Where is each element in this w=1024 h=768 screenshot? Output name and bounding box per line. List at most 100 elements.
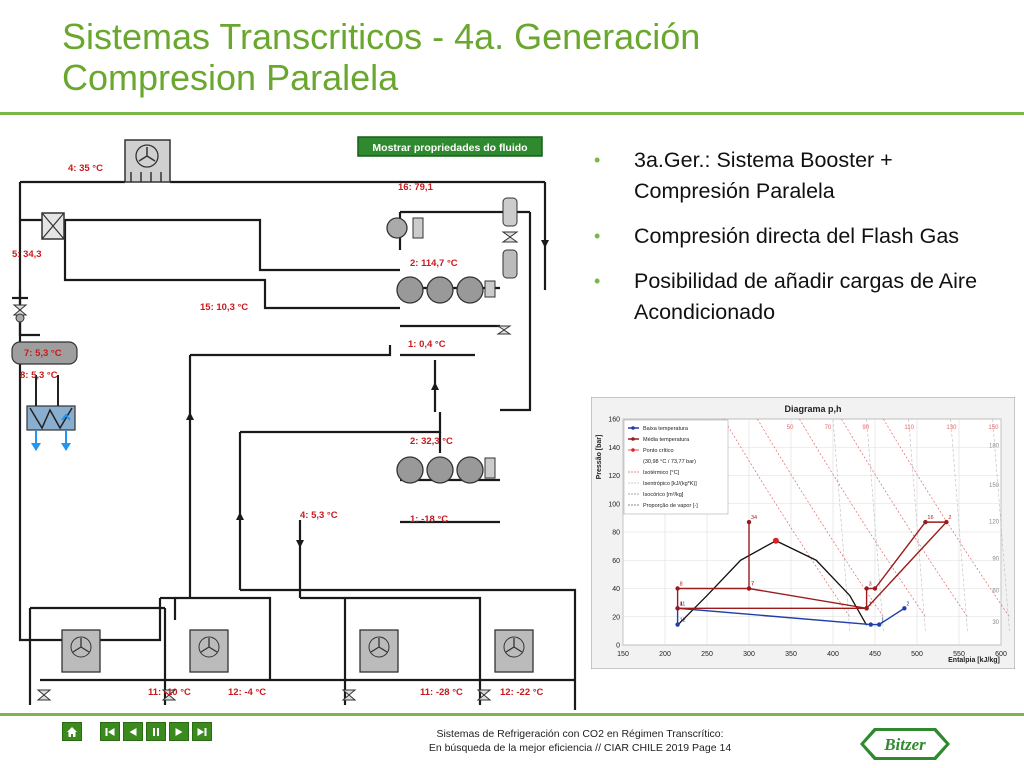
parallel-compressor-group — [386, 217, 512, 335]
last-slide-button[interactable] — [192, 722, 212, 741]
evaporator-unit — [61, 629, 101, 673]
isentrope-line — [992, 418, 1010, 631]
x-tick-label: 450 — [869, 651, 881, 658]
legend-entry: Média temperatura — [643, 437, 690, 443]
isotherm-label: 130 — [946, 425, 957, 431]
home-button[interactable] — [62, 722, 82, 741]
legend-entry: Isentrópico [kJ/(kg*K)] — [643, 481, 697, 487]
y-tick-label: 140 — [608, 445, 620, 452]
right-scale-label: 150 — [989, 483, 1000, 489]
series-point-label: 2 — [948, 515, 951, 521]
series-point-label: 3 — [869, 582, 872, 588]
evaporator-unit — [359, 629, 399, 673]
x-tick-label: 150 — [617, 651, 629, 658]
critical-point-marker — [772, 537, 779, 544]
label-point-4-mid: 4: 5,3 °C — [300, 510, 338, 521]
x-tick-label: 500 — [911, 651, 923, 658]
slide-title: Sistemas Transcriticos - 4a. Generación … — [62, 16, 1002, 98]
legend-entry: Baixa temperatura — [643, 426, 689, 432]
bullet-list: •3a.Ger.: Sistema Booster + Compresión P… — [592, 145, 1002, 342]
series-point — [864, 586, 869, 591]
legend-marker — [631, 448, 635, 452]
play-icon — [175, 727, 183, 736]
series-point-label: 16 — [927, 515, 933, 521]
bullet-item: •Posibilidad de añadir cargas de Aire Ac… — [592, 266, 1002, 328]
label-point-16: 16: 79,1 — [398, 182, 434, 193]
isentrope-line — [950, 418, 968, 631]
footer-line2: En búsqueda de la mejor eficiencia // CI… — [428, 742, 732, 754]
y-tick-label: 120 — [608, 473, 620, 480]
legend-marker — [631, 437, 635, 441]
series-point — [872, 586, 878, 591]
pause-button[interactable] — [146, 722, 166, 741]
legend-entry: Ponto crítico — [643, 448, 674, 454]
title-divider — [0, 112, 1024, 115]
x-tick-label: 350 — [785, 651, 797, 658]
label-point-11-right: 11: -28 °C — [420, 687, 463, 698]
isotherm-curve — [723, 418, 851, 617]
next-slide-button[interactable] — [169, 722, 189, 741]
y-tick-label: 20 — [612, 614, 620, 621]
series-point-label: 12 — [680, 618, 686, 624]
slide-title-line1: Sistemas Transcriticos - 4a. Generación — [62, 16, 701, 57]
label-point-1-mid: 1: -18 °C — [410, 514, 448, 525]
series-point-label: 11 — [680, 601, 686, 607]
series-point — [864, 606, 869, 611]
y-tick-label: 40 — [612, 586, 620, 593]
legend-box — [623, 419, 729, 515]
legend-entry: Proporção de vapor [-] — [643, 503, 698, 509]
series-point — [675, 606, 680, 611]
nav-spacer — [85, 722, 97, 741]
evaporator-unit — [494, 629, 534, 673]
home-icon — [67, 726, 77, 737]
right-scale-label: 120 — [989, 520, 1000, 526]
ph-diagram-chart: Diagrama p,h Entalpia [kJ/kg] Pressão [b… — [591, 397, 1015, 669]
refrigeration-diagram: Mostrar propriedades do fluido 4: 35 °C … — [11, 136, 577, 710]
x-tick-label: 550 — [953, 651, 965, 658]
right-scale-label: 180 — [989, 443, 1000, 449]
slide-navigation — [62, 722, 212, 741]
y-tick-label: 100 — [608, 501, 620, 508]
series-point-label: 8 — [680, 582, 683, 588]
bitzer-logo-text: Bitzer — [883, 735, 926, 754]
isentrope-line — [908, 418, 926, 631]
isotherm-label: 50 — [787, 425, 794, 431]
footer-divider — [0, 713, 1024, 716]
show-fluid-properties-button[interactable]: Mostrar propriedades do fluido — [357, 136, 543, 157]
play-back-icon — [129, 727, 137, 736]
label-point-1-top: 1: 0,4 °C — [408, 339, 446, 350]
chart-title: Diagrama p,h — [784, 404, 841, 414]
y-tick-label: 0 — [616, 643, 620, 650]
series-point — [877, 622, 882, 627]
isotherm-curve — [799, 418, 926, 617]
chart-xlabel: Entalpia [kJ/kg] — [948, 657, 1000, 664]
isentrope-line — [832, 418, 851, 631]
y-tick-label: 60 — [612, 558, 620, 565]
label-point-12-left: 12: -4 °C — [228, 687, 266, 698]
label-point-2-mid: 2: 32,3 °C — [410, 436, 453, 447]
slide-footer: Sistemas de Refrigeración con CO2 en Rég… — [360, 727, 800, 755]
bullet-item: •3a.Ger.: Sistema Booster + Compresión P… — [592, 145, 1002, 207]
series-point — [923, 519, 928, 525]
show-fluid-properties-label: Mostrar propriedades do fluido — [372, 142, 527, 154]
skip-back-icon — [105, 727, 115, 736]
label-point-8: 8: 5,3 °C — [20, 370, 58, 381]
bullet-dot-icon: • — [594, 271, 601, 291]
medium-compressor-group — [396, 456, 496, 484]
series-point — [902, 606, 907, 611]
isotherm-curve — [841, 418, 968, 617]
first-slide-button[interactable] — [100, 722, 120, 741]
series-point — [675, 586, 680, 591]
legend-entry: Isocórico [m³/kg] — [643, 492, 684, 498]
evaporator-unit — [189, 629, 229, 673]
previous-slide-button[interactable] — [123, 722, 143, 741]
bitzer-logo: Bitzer — [860, 728, 950, 760]
series-point — [944, 519, 949, 525]
series-point-label: 2 — [906, 601, 909, 607]
series-point-label: 4 — [680, 601, 683, 607]
label-point-12-right: 12: -22 °C — [500, 687, 544, 698]
label-point-7: 7: 5,3 °C — [24, 348, 62, 359]
x-tick-label: 250 — [701, 651, 713, 658]
x-tick-label: 400 — [827, 651, 839, 658]
right-scale-label: 30 — [992, 620, 999, 626]
